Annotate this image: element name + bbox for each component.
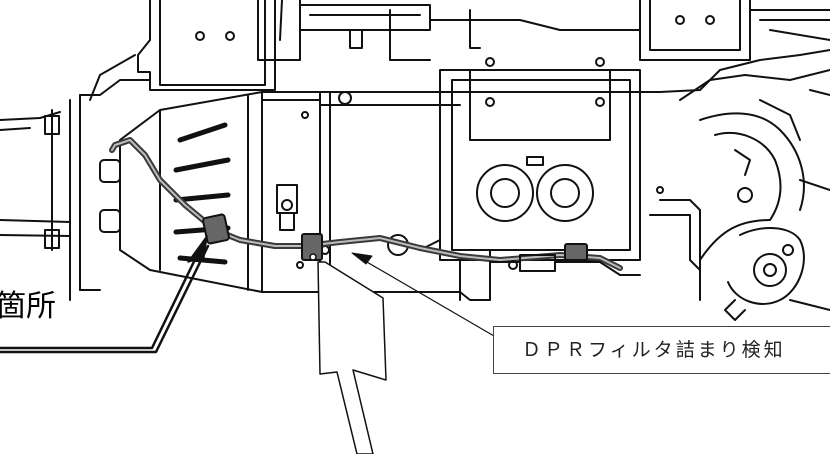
sensor-leader-line xyxy=(359,257,495,337)
left-frame-rail xyxy=(0,79,151,301)
hollow-down-arrow xyxy=(317,261,387,455)
sensor-connector xyxy=(489,254,641,276)
occurrence-location-label: 生箇所 xyxy=(0,289,56,324)
dpr-sensor-label: ＤＰＲフィルタ詰まり検知 xyxy=(522,339,786,361)
sensor-leader-arrowhead xyxy=(351,252,373,265)
sensor-housing xyxy=(387,57,664,301)
top-bracket-middle xyxy=(299,0,641,61)
harness-clamps xyxy=(202,213,588,261)
inlet-cone xyxy=(119,91,263,293)
harness-inner xyxy=(111,139,621,269)
occurrence-arrow xyxy=(0,241,210,354)
top-bracket-right xyxy=(639,0,830,61)
outlet-piping xyxy=(649,49,830,321)
dpr-sensor-label-box: ＤＰＲフィルタ詰まり検知 xyxy=(493,326,830,374)
top-bracket-left xyxy=(89,0,301,101)
occurrence-arrowhead xyxy=(187,235,208,263)
